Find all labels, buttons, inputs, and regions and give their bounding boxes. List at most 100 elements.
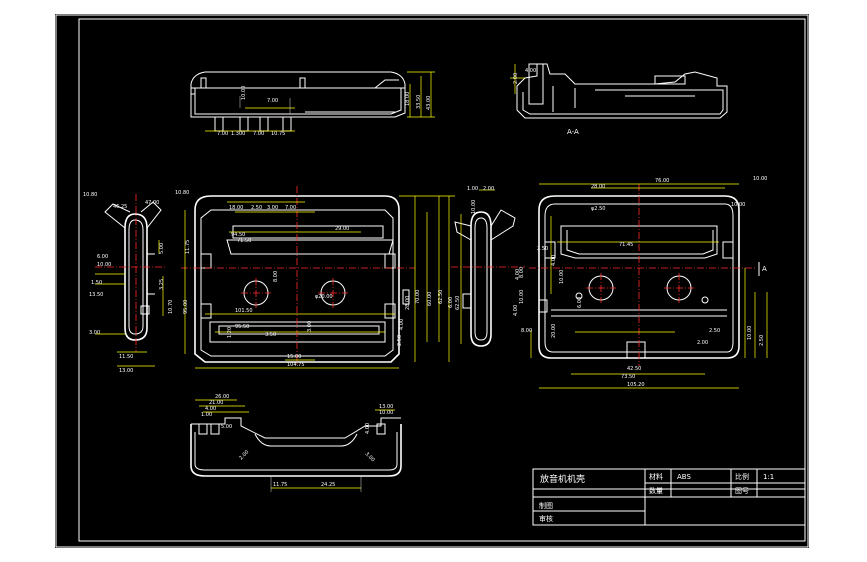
dim-label: 29.00: [335, 226, 349, 232]
left-side-view: [95, 194, 167, 367]
quantity-label: 数量: [649, 486, 663, 495]
dim-label: 7.00: [253, 131, 264, 137]
dim-label: 46.25: [113, 204, 127, 210]
dim-label: 94.50: [231, 232, 245, 238]
dim-label: 10.75: [271, 131, 285, 137]
dim-label: 95.50: [235, 324, 249, 330]
dim-label: 2.50: [251, 205, 262, 211]
dim-label: 3.00: [267, 205, 278, 211]
cad-drawing: A-A: [55, 14, 809, 548]
drawing-no-label: 图号: [735, 487, 749, 495]
dim-label: 10.80: [83, 192, 97, 198]
dim-label: 13.50: [89, 292, 103, 298]
dim-label: 71.50: [237, 238, 251, 244]
dim-label: 4.00: [365, 423, 371, 434]
title-block: 放音机机壳 材料 ABS 比例 1:1 数量 图号 制图 审核: [532, 468, 806, 526]
dim-label: 3.00: [307, 321, 313, 332]
dim-label: 2.50: [759, 335, 765, 346]
dim-label: 4.00: [515, 269, 521, 280]
dim-label: 15.00: [287, 354, 301, 360]
bottom-view: [190, 399, 402, 492]
dim-label: 1.00: [467, 186, 478, 192]
dim-label: 60.00: [427, 292, 433, 306]
dim-label: 101.50: [235, 308, 253, 314]
dim-label: 10.00: [559, 270, 565, 284]
top-view: [190, 71, 435, 132]
dim-label: 3.00: [89, 330, 100, 336]
dim-label: φ20.00: [315, 294, 333, 300]
material-value: ABS: [677, 473, 691, 481]
dim-label: 10.00: [241, 86, 247, 100]
dim-label: 10.00: [753, 176, 767, 182]
dim-label: 3.00: [364, 451, 376, 463]
dim-label: 73.50: [621, 374, 635, 380]
scale-label: 比例: [735, 472, 749, 481]
section-label: A-A: [567, 128, 579, 136]
dim-label: 62.50: [455, 296, 461, 310]
dim-label: 10.70: [168, 300, 174, 314]
dim-label: 70.00: [415, 290, 421, 304]
dim-label: 4.00: [399, 319, 405, 330]
dim-label: 33.50: [416, 95, 422, 109]
dim-label: 42.50: [627, 366, 641, 372]
dim-label: 10.00: [731, 202, 745, 208]
dim-label: 8.00: [519, 267, 525, 278]
dim-label: 4.00: [525, 68, 536, 74]
dim-label: 4.00: [205, 406, 216, 412]
dim-label: 6.00: [577, 297, 583, 308]
dim-label: 2.00: [238, 449, 250, 461]
dim-label: 26.00: [215, 394, 229, 400]
front-view: [181, 186, 455, 369]
dim-label: 20.00: [551, 324, 557, 338]
dim-label: 10.00: [519, 290, 525, 304]
section-view-a-a: A-A: [510, 63, 728, 136]
dim-label: 7.00: [267, 98, 278, 104]
scale-value: 1:1: [763, 473, 774, 481]
dim-label: 104.75: [287, 362, 305, 368]
dim-label: 28.00: [591, 184, 605, 190]
dim-label: 105.20: [627, 382, 645, 388]
dim-label: 10.00: [379, 410, 393, 416]
dim-label: 5.00: [221, 424, 232, 430]
drawing-sheet: A-A: [55, 14, 809, 548]
dim-label: 7.00: [217, 131, 228, 137]
dim-label: 62.50: [438, 290, 444, 304]
dim-label: 10.80: [175, 190, 189, 196]
dim-label: 18.00: [405, 92, 411, 106]
dim-label: 3.50: [265, 332, 276, 338]
dim-label: 6.00: [97, 254, 108, 260]
dim-label: 2.00: [513, 73, 519, 84]
dim-label: 8.00: [273, 271, 279, 282]
dim-label: φ2.50: [591, 206, 605, 212]
dim-label: 7.00: [285, 205, 296, 211]
checked-label: 审核: [539, 514, 553, 523]
dim-label: 2.50: [537, 246, 548, 252]
dim-label: 5.00: [159, 243, 165, 254]
outer-border: [55, 14, 809, 548]
dim-label: 8.00: [521, 328, 532, 334]
dim-label: 95.00: [183, 300, 189, 314]
dim-label: 47.00: [145, 200, 159, 206]
dim-label: 24.25: [321, 482, 335, 488]
dimension-texts: 7.00 10.00 7.00 1.300 7.00 10.75 18.00 3…: [83, 68, 767, 488]
material-label: 材料: [649, 472, 663, 481]
part-name: 放音机机壳: [540, 473, 585, 485]
dim-label: 10.00: [471, 200, 477, 214]
dim-label: 21.00: [209, 400, 223, 406]
dim-label: 43.00: [426, 96, 432, 110]
dim-label: 2.00: [697, 340, 708, 346]
dim-label: 13.00: [119, 368, 133, 374]
right-side-view-small: [451, 189, 525, 347]
dim-label: 1.300: [231, 131, 245, 137]
dim-label: 2.50: [709, 328, 720, 334]
dim-label: 1.50: [91, 280, 102, 286]
dim-label: 1.00: [201, 412, 212, 418]
dim-label: 10.00: [97, 262, 111, 268]
drawn-label: 制图: [539, 501, 553, 510]
dim-label: 10.00: [747, 326, 753, 340]
dim-label: 28.00: [405, 296, 411, 310]
dim-label: 18.00: [229, 205, 243, 211]
dim-label: 1.20: [227, 327, 233, 338]
dim-label: 13.00: [379, 404, 393, 410]
dim-label: 71.45: [619, 242, 633, 248]
